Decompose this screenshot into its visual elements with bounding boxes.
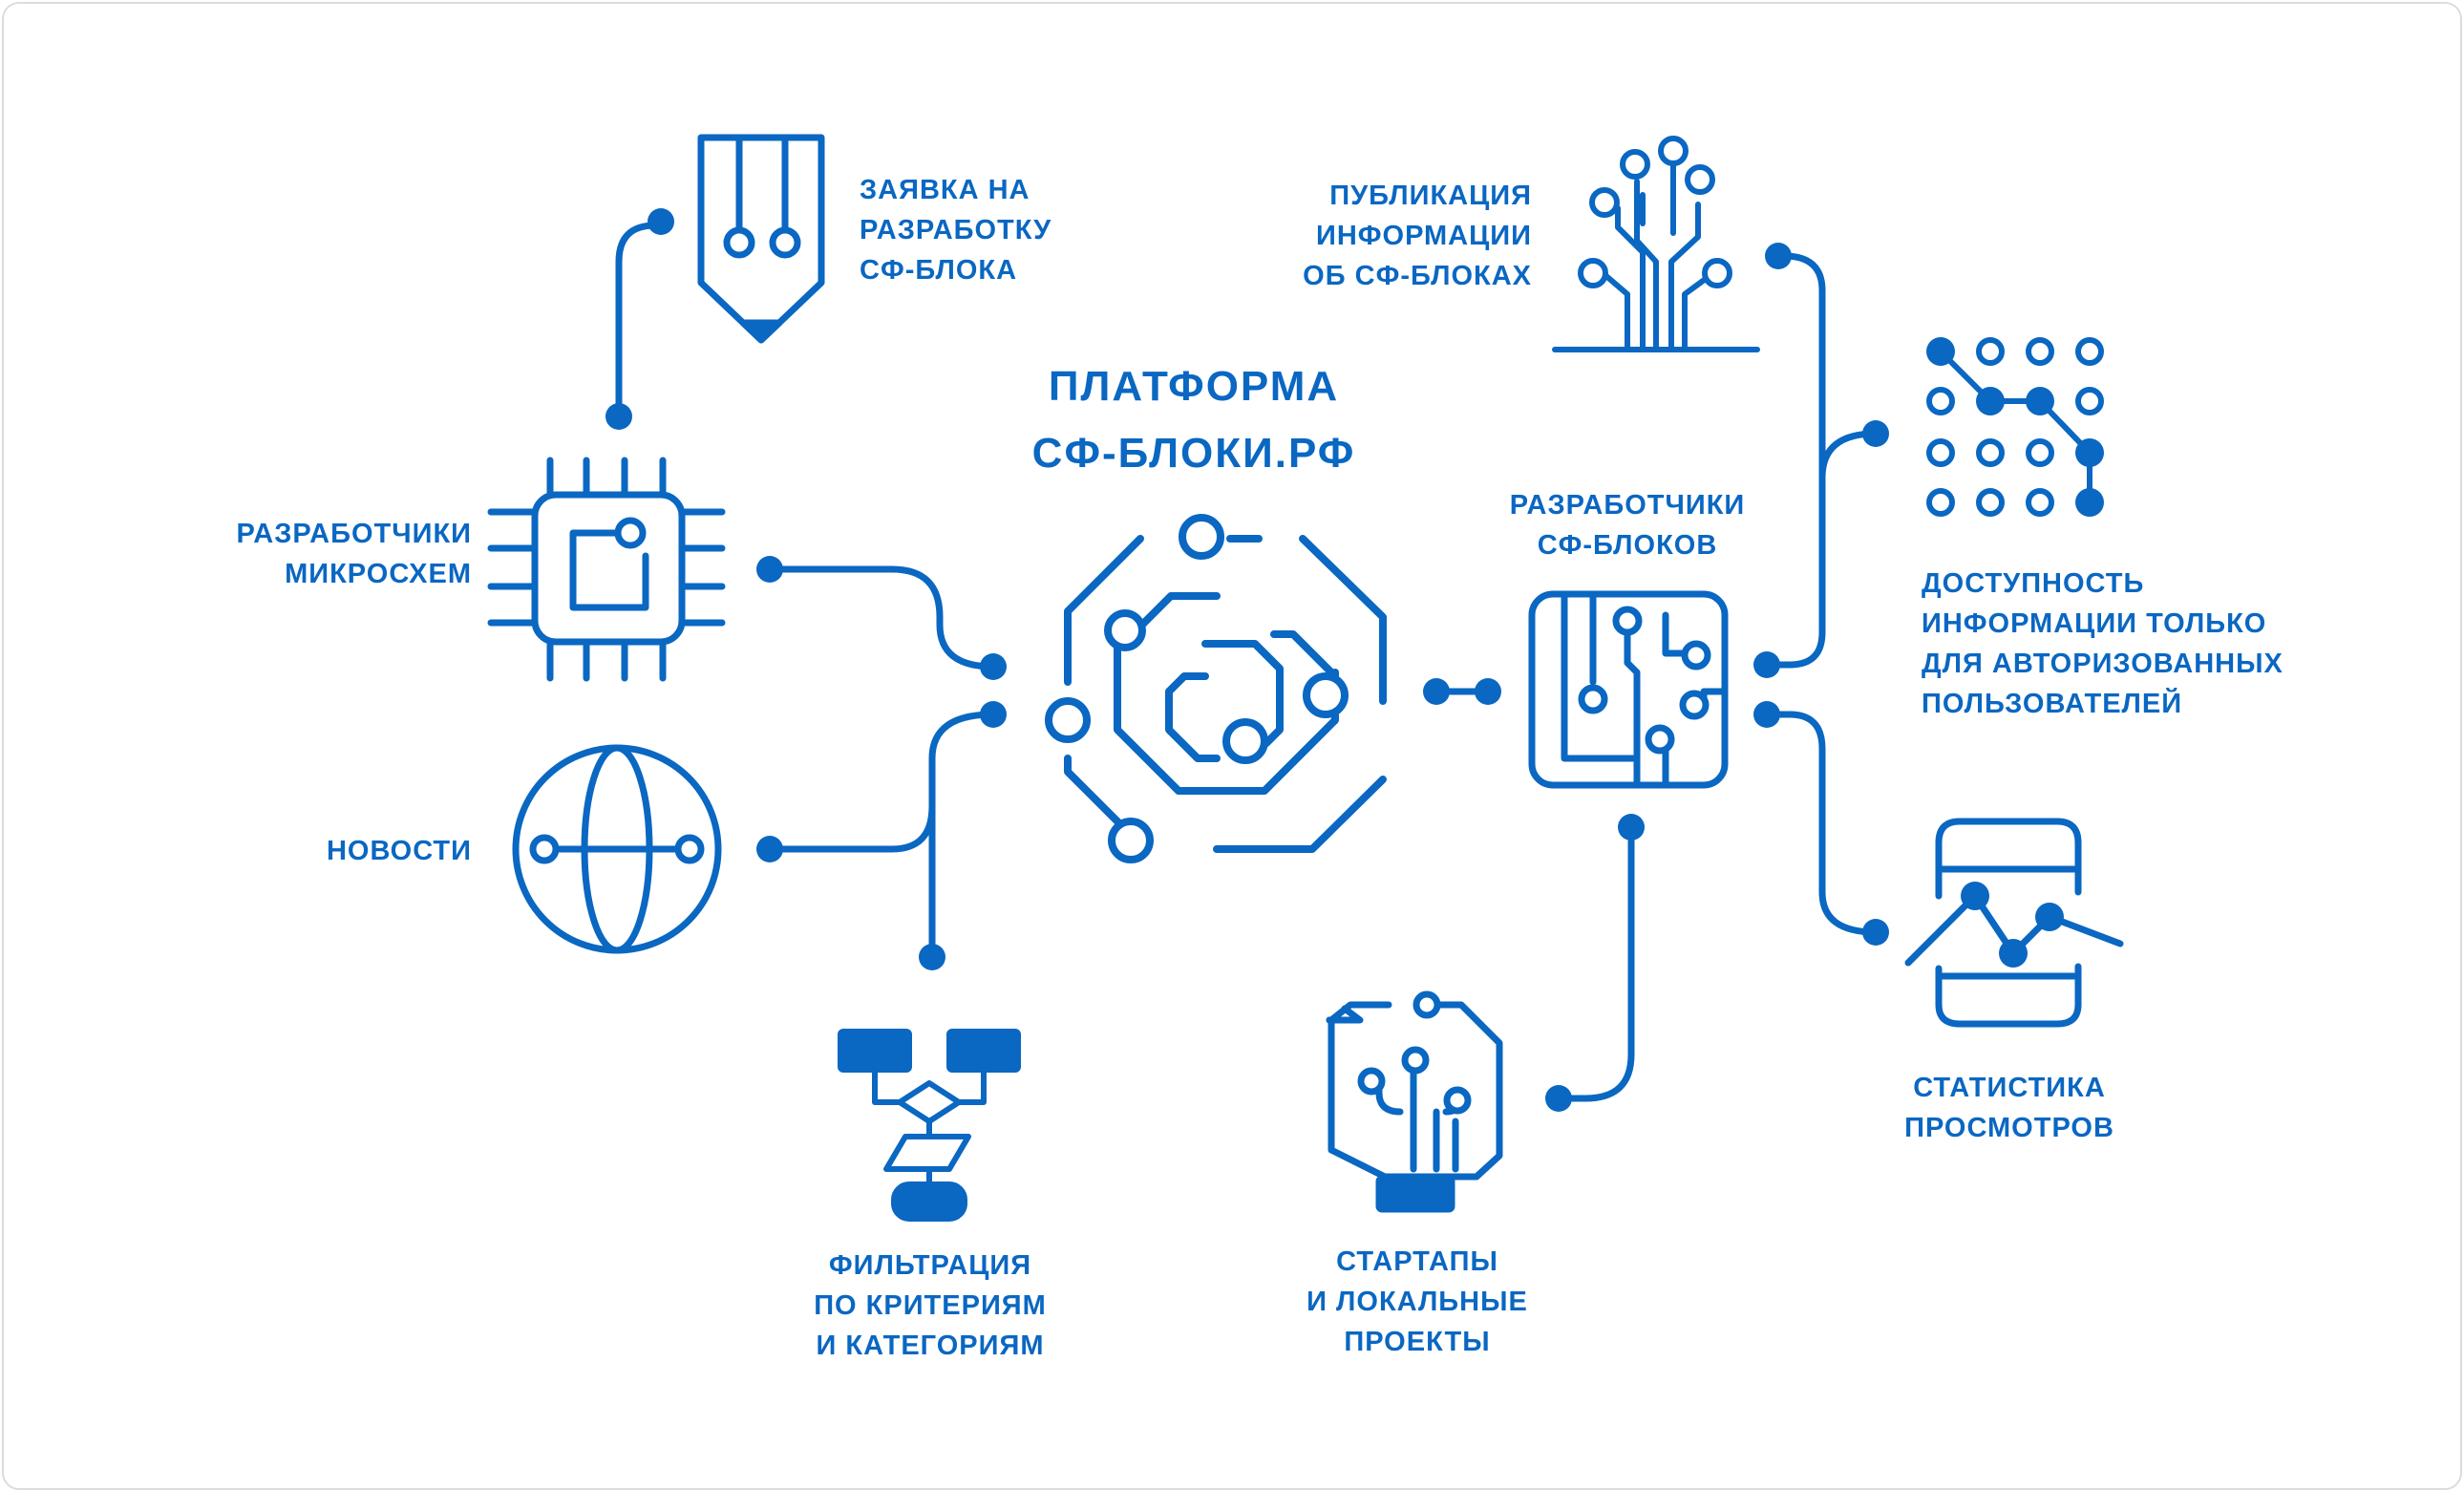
connector-sf-devs-right-upper — [1763, 252, 1880, 669]
platform-title: ПЛАТФОРМА СФ-БЛОКИ.РФ — [1031, 363, 1356, 477]
circuit-maze-icon — [1045, 514, 1387, 863]
publication-label: ПУБЛИКАЦИЯ ИНФОРМАЦИИ ОБ СФ-БЛОКАХ — [1303, 181, 1532, 291]
flowchart-icon — [838, 1029, 1021, 1222]
connector-sf-devs-to-stats — [1763, 711, 1880, 936]
lightbulb-circuit-icon — [1326, 990, 1503, 1213]
request-label: ЗАЯВКА НА РАЗРАБОТКУ СФ-БЛОКА — [860, 175, 1052, 286]
connector-sf-devs-to-startups — [1555, 823, 1635, 1102]
phone-chart-icon — [1904, 818, 2124, 1028]
startups-label: СТАРТАПЫ И ЛОКАЛЬНЫЕ ПРОЕКТЫ — [1306, 1246, 1528, 1357]
connector-chip-to-center — [766, 565, 997, 670]
news-label: НОВОСТИ — [326, 836, 472, 866]
pencil-circuit-icon — [697, 134, 825, 344]
connector-chip-to-request — [615, 222, 659, 418]
dot-grid-icon — [1926, 337, 2104, 517]
globe-icon — [512, 744, 722, 954]
stats-label: СТАТИСТИКА ПРОСМОТРОВ — [1904, 1073, 2114, 1143]
chip-devs-label: РАЗРАБОТЧИКИ МИКРОСХЕМ — [236, 519, 472, 589]
access-label: ДОСТУПНОСТЬ ИНФОРМАЦИИ ТОЛЬКО ДЛЯ АВТОРИ… — [1922, 568, 2283, 719]
diagram-canvas — [487, 134, 2124, 1222]
connector-dots — [605, 208, 1889, 1112]
sf-devs-label: РАЗРАБОТЧИКИ СФ-БЛОКОВ — [1509, 490, 1746, 561]
microchip-icon — [487, 457, 726, 682]
connector-news-filter-center — [766, 711, 997, 958]
circuit-board-icon — [1528, 590, 1729, 789]
filter-label: ФИЛЬТРАЦИЯ ПО КРИТЕРИЯМ И КАТЕГОРИЯМ — [814, 1250, 1047, 1361]
circuit-tree-icon — [1552, 136, 1760, 352]
